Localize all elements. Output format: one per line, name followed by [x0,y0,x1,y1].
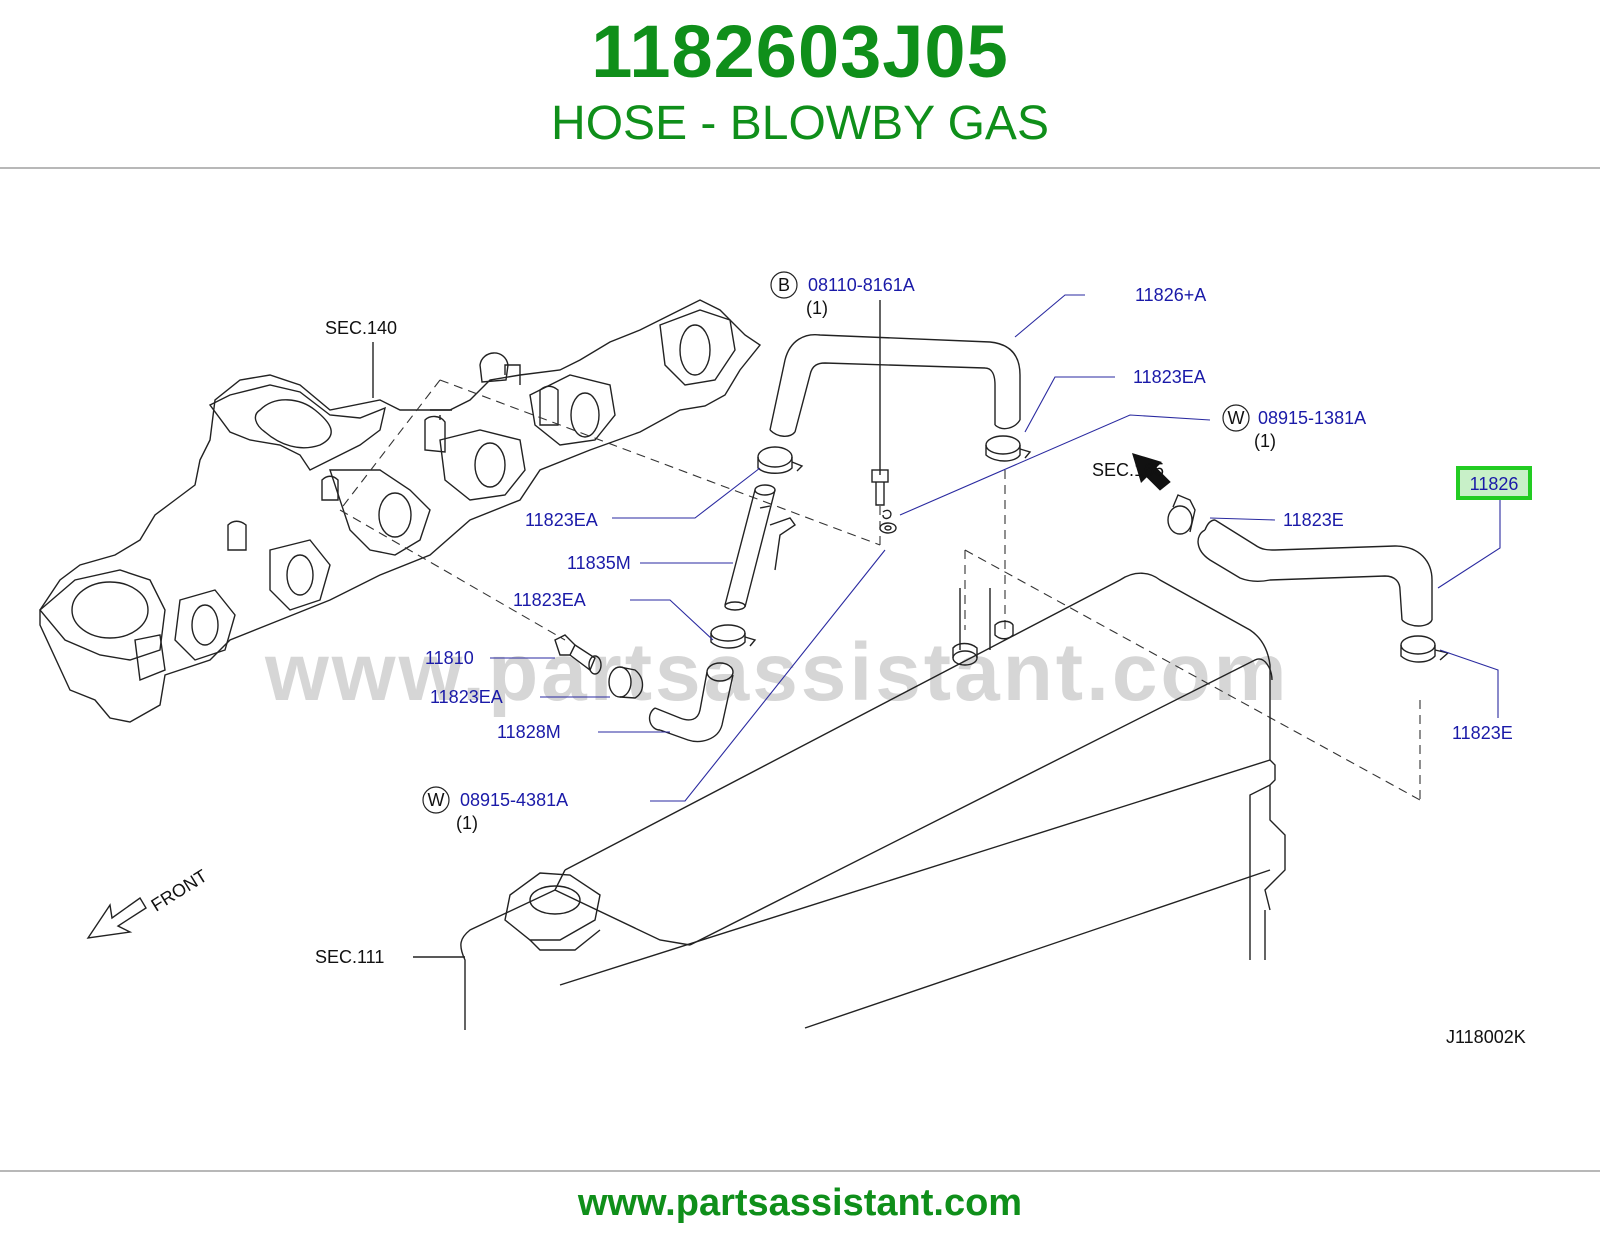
callout-leaders [490,294,1501,802]
callout-11828m[interactable]: 11828M [497,722,561,742]
callout-11823ea-left-upper[interactable]: 11823EA [525,510,598,530]
callout-11823ea-top-right[interactable]: 11823EA [1133,367,1206,387]
callout-11826-highlighted[interactable]: 11826 [1470,474,1519,494]
clamp-ea-mid [710,624,757,649]
clamp-e-upper [1167,494,1196,535]
highlight-box [1456,466,1532,500]
watermark-text: www.partsassistant.com [264,627,1290,718]
hose-11826a-drawing [769,333,1021,437]
sec-111-label: SEC.111 [315,947,384,967]
bolt-drawing [871,300,897,534]
callout-11823e-upper[interactable]: 11823E [1283,510,1344,530]
callout-08110-8161a[interactable]: 08110-8161A [808,275,915,295]
page-header: 1182603J05 HOSE - BLOWBY GAS [0,0,1600,170]
valve-11810-drawing [554,634,602,675]
washer2-symbol-circle [422,786,450,814]
rocker-cover-drawing [460,572,1286,1030]
washer1-qty: (1) [1254,431,1276,451]
washer1-symbol-circle [1222,404,1250,432]
callout-08915-4381a[interactable]: 08915-4381A [460,790,568,810]
intake-manifold-drawing [39,299,762,723]
sec-165-arrowhead [1132,453,1162,483]
callout-11823ea-lower[interactable]: 11823EA [430,687,503,707]
hose-11828m-drawing [648,662,734,743]
figure-code: J118002K [1446,1027,1526,1047]
front-arrow-icon [86,896,147,939]
washer2-qty: (1) [456,813,478,833]
footer-website-link[interactable]: www.partsassistant.com [577,1182,1023,1224]
parts-diagram: www.partsassistant.com SEC.140 [0,170,1600,1170]
callout-11826-a[interactable]: 11826+A [1135,285,1206,305]
bolt-symbol-circle [770,271,798,299]
hose-11826-drawing [1197,519,1433,627]
clamp-ea-lower [608,666,644,699]
sec-140-label: SEC.140 [325,318,397,338]
callout-11823e-lower[interactable]: 11823E [1452,723,1513,743]
header-divider [0,167,1600,169]
washer1-symbol: W [1228,408,1245,428]
callout-11810[interactable]: 11810 [425,648,474,668]
bolt-qty: (1) [806,298,828,318]
clamp-ea-upper-pair [757,435,1032,474]
washer2-symbol: W [428,790,445,810]
diagram-canvas: www.partsassistant.com SEC.140 [39,271,1532,1047]
callout-11823ea-mid[interactable]: 11823EA [513,590,586,610]
assembly-guide-lines [339,379,1421,801]
part-number-title: 1182603J05 [591,10,1009,93]
callout-11835m[interactable]: 11835M [567,553,631,573]
callout-08915-1381a[interactable]: 08915-1381A [1258,408,1366,428]
part-name-subtitle: HOSE - BLOWBY GAS [551,97,1049,150]
pipe-11835m-drawing [724,484,796,611]
footer-divider [0,1170,1600,1172]
bolt-symbol: B [778,275,790,295]
clamp-e-lower [1400,635,1450,663]
front-label: FRONT [148,866,211,916]
sec-165-label: SEC.165 [1092,460,1164,480]
